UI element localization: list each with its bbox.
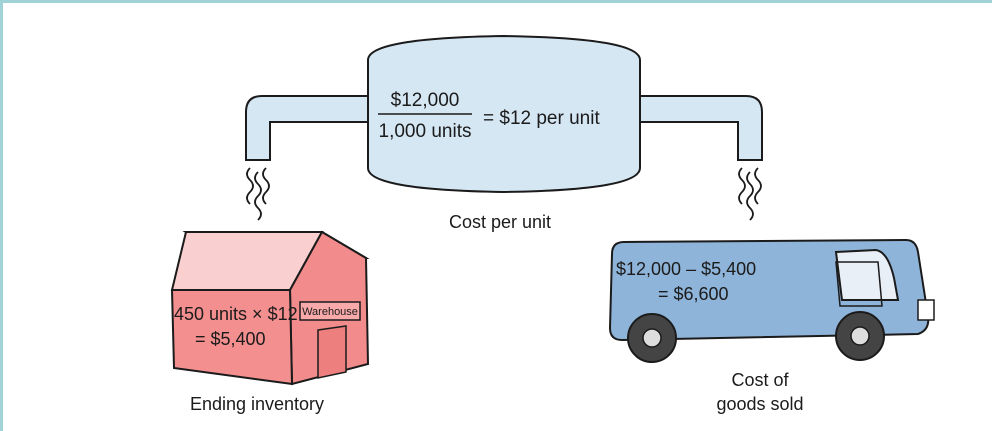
tank-denominator: 1,000 units xyxy=(379,121,472,142)
truck-rear-hub xyxy=(642,328,662,348)
warehouse-illustration: Warehouse 450 units × $12 = $5,400 xyxy=(170,230,370,386)
truck-front-hub xyxy=(850,326,870,346)
right-flow-lines xyxy=(738,167,762,221)
truck-illustration: $12,000 – $5,400 = $6,600 xyxy=(608,238,935,363)
tank-caption: Cost per unit xyxy=(449,212,551,232)
tank-numerator: $12,000 xyxy=(391,90,460,111)
warehouse-sign xyxy=(299,301,361,321)
truck-headlight xyxy=(917,299,935,321)
right-pipe xyxy=(639,95,763,161)
left-flow-lines xyxy=(246,167,270,221)
warehouse-front-wall xyxy=(170,289,294,386)
warehouse-sign-text: Warehouse xyxy=(302,306,358,318)
warehouse-line1: 450 units × $12 xyxy=(174,304,298,324)
truck-line1: $12,000 – $5,400 xyxy=(616,259,756,279)
left-pipe xyxy=(245,95,369,161)
cost-tank: $12,000 1,000 units = $12 per unit xyxy=(367,34,641,194)
tank-result: = $12 per unit xyxy=(483,108,600,129)
truck-caption-line1: Cost of xyxy=(731,370,789,390)
warehouse-line2: = $5,400 xyxy=(195,329,266,349)
warehouse-caption: Ending inventory xyxy=(190,394,324,414)
truck-door xyxy=(835,261,883,307)
truck-caption-line2: goods sold xyxy=(716,394,803,414)
warehouse-door xyxy=(317,325,347,379)
truck-line2: = $6,600 xyxy=(658,284,729,304)
